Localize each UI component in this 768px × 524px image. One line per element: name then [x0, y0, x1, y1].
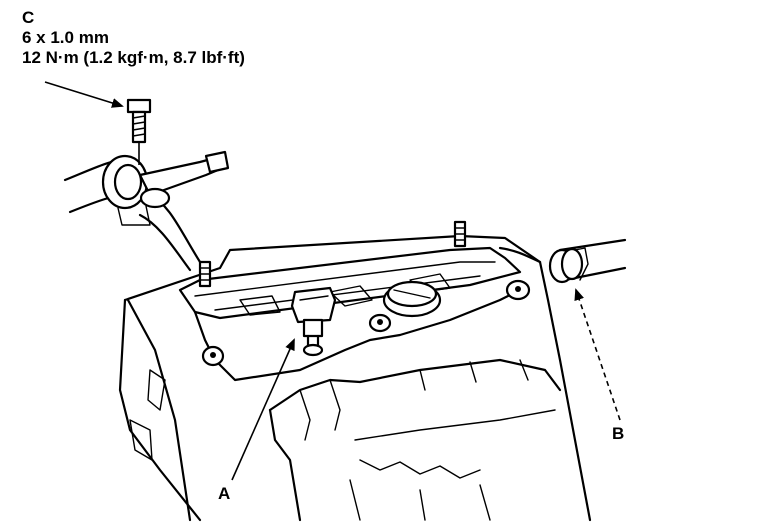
callout-b: B [612, 424, 625, 443]
leader-a [231, 338, 295, 481]
stud-left [198, 260, 212, 288]
hose-b [498, 238, 627, 284]
spec-torque: 12 N·m (1.2 kgf·m, 8.7 lbf·ft) [22, 48, 245, 67]
mount-boss-3 [201, 345, 225, 367]
sensor-a [290, 286, 337, 357]
leader-b [574, 288, 621, 421]
mount-boss-2 [505, 279, 531, 301]
bolt-c [126, 98, 152, 165]
spec-size: 6 x 1.0 mm [22, 28, 109, 47]
block-ribs [268, 358, 562, 522]
oil-filler-cap [382, 280, 442, 318]
spec-letter: C [22, 8, 35, 27]
mount-boss-1 [368, 313, 392, 333]
bolt-spec: C 6 x 1.0 mm 12 N·m (1.2 kgf·m, 8.7 lbf·… [22, 8, 245, 68]
head-cover [178, 246, 522, 382]
engine-block [118, 234, 592, 522]
callout-a: A [218, 484, 231, 503]
leader-c [44, 81, 124, 108]
stud-right [453, 220, 467, 248]
breather-hose [63, 150, 230, 272]
